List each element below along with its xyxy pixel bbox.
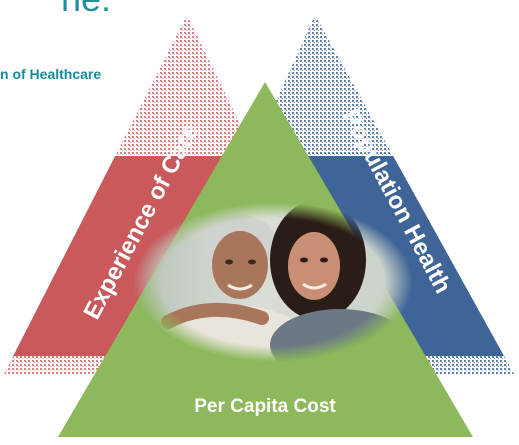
per-capita-cost-label: Per Capita Cost — [194, 396, 336, 417]
two-women-portrait-icon — [128, 198, 418, 385]
subtitle: n of Healthcare — [0, 66, 102, 82]
page-title-fragment: ne: — [61, 0, 111, 20]
